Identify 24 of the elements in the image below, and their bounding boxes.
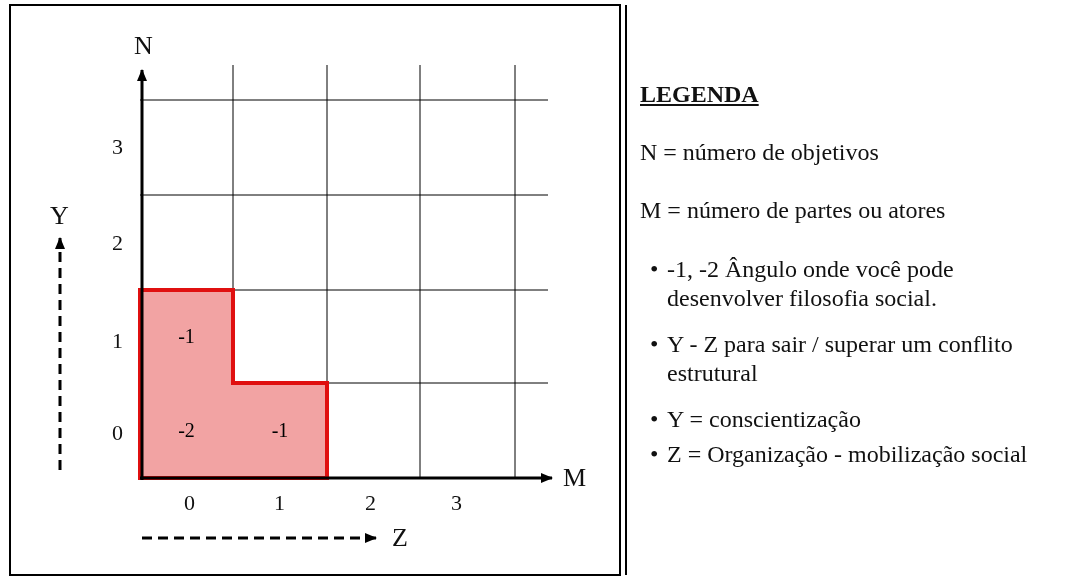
- tick-label: 3: [112, 134, 123, 161]
- legend-text: M = número de partes ou atores: [640, 196, 946, 225]
- axis-label: Y: [50, 200, 69, 232]
- tick-label: 2: [112, 230, 123, 257]
- tick-label: 3: [451, 490, 462, 517]
- tick-label: 2: [365, 490, 376, 517]
- bullet-marker: •: [650, 255, 659, 284]
- bullet-marker: •: [650, 405, 659, 434]
- bullet-text: Y = conscientização: [667, 405, 862, 434]
- axis-label: Z: [392, 522, 408, 554]
- tick-label: 1: [112, 328, 123, 355]
- axis-label: M: [563, 462, 587, 494]
- axis-label: N: [134, 30, 153, 62]
- bullet-marker: •: [650, 440, 659, 469]
- bullet-text: Y - Z para sair / superar um conflito estrutural: [667, 330, 1014, 388]
- tick-label: 0: [112, 420, 123, 447]
- shaded-cell: -1: [233, 383, 327, 478]
- bullet-text: Z = Organização - mobilização social: [667, 440, 1029, 469]
- legend-heading: LEGENDA: [640, 80, 759, 109]
- tick-label: 0: [184, 490, 195, 517]
- tick-label: 1: [274, 490, 285, 517]
- legend-text: N = número de objetivos: [640, 138, 879, 167]
- bullet-text: -1, -2 Ângulo onde você pode desenvolver filosofia social.: [667, 255, 955, 313]
- bullet-marker: •: [650, 330, 659, 359]
